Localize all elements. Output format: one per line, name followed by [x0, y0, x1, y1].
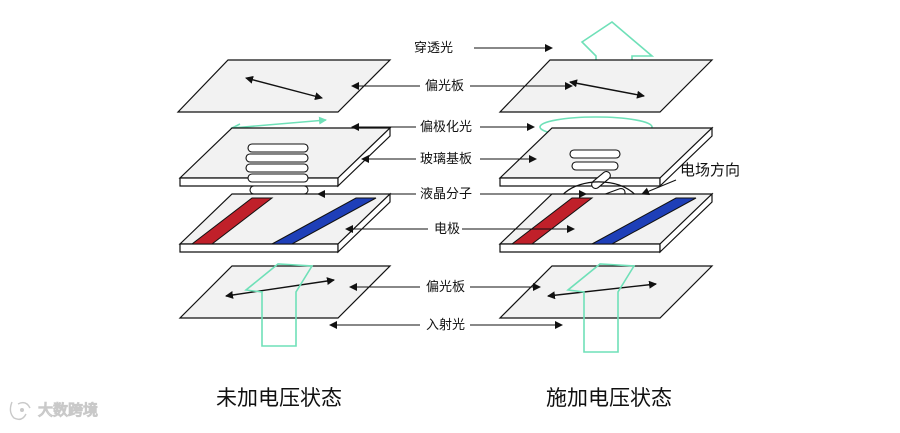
- caption-no-voltage: 未加电压状态: [216, 386, 342, 410]
- label-polarizer-bottom: 偏光板: [426, 280, 465, 295]
- left-incident-light-arrow: [244, 263, 314, 347]
- center-labels: 穿透光 偏光板 偏极化光 玻璃基板 液晶分子 电极 偏光板 入射光 电场方向: [317, 40, 740, 333]
- left-electrode-blue: [271, 197, 377, 245]
- label-liquid-crystal: 液晶分子: [420, 187, 472, 202]
- left-electrode-red: [190, 197, 274, 245]
- label-polarized-light: 偏极化光: [420, 120, 472, 135]
- right-incident-light-arrow: [566, 263, 636, 353]
- left-top-polarizer-axis: [245, 75, 323, 101]
- label-transmitted-light: 穿透光: [414, 40, 453, 56]
- caption-voltage-applied: 施加电压状态: [546, 386, 672, 410]
- left-bottom-polarizer: [178, 265, 392, 319]
- watermark: 大数跨境: [9, 401, 98, 421]
- watermark-logo-icon: [9, 401, 31, 421]
- label-glass-substrate: 玻璃基板: [420, 152, 472, 167]
- left-polarized-light-arrow: [231, 116, 327, 129]
- right-top-polarizer-axis: [569, 79, 645, 99]
- label-incident-light: 入射光: [426, 317, 465, 333]
- right-stack: [498, 20, 714, 353]
- label-electrode: 电极: [434, 222, 460, 237]
- label-polarizer-top: 偏光板: [425, 79, 464, 94]
- left-bottom-polarizer-axis: [225, 277, 335, 299]
- watermark-text: 大数跨境: [38, 401, 98, 419]
- right-bottom-polarizer: [498, 265, 714, 319]
- left-stack: [176, 59, 392, 347]
- right-electrode-blue: [591, 197, 697, 245]
- right-bottom-polarizer-axis: [547, 280, 657, 300]
- label-electric-field: 电场方向: [680, 161, 740, 179]
